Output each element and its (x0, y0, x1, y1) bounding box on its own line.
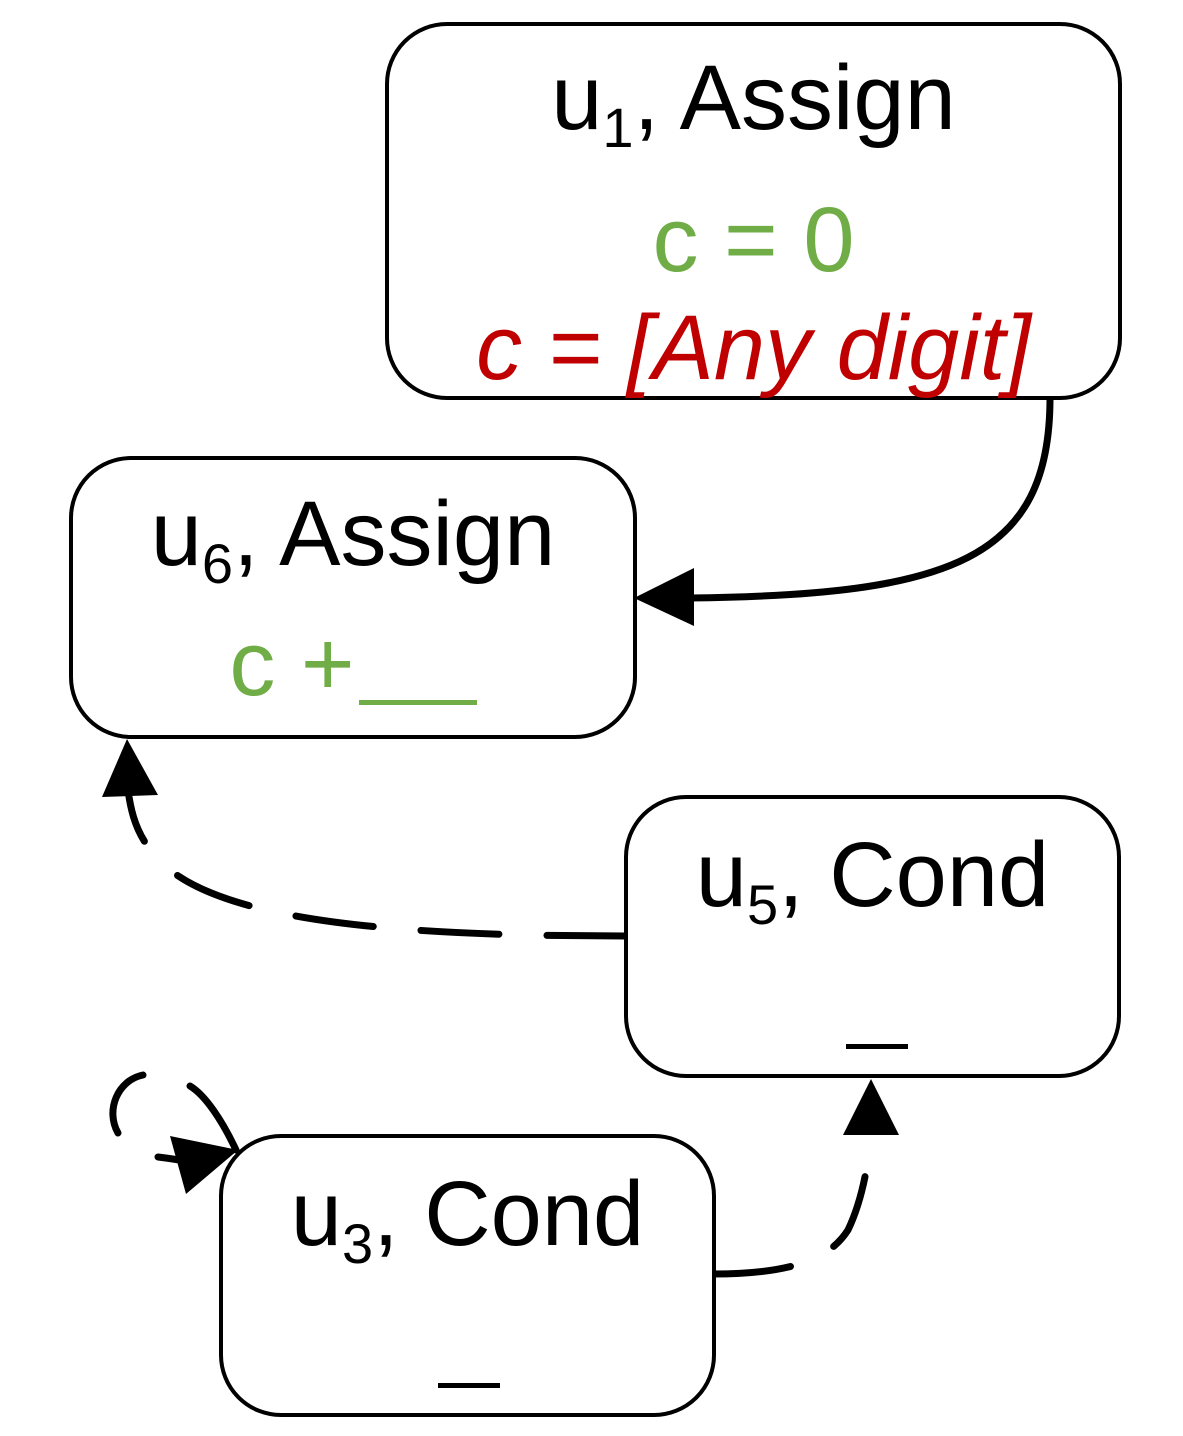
node-u6-kind: , Assign (233, 483, 556, 585)
node-u6-blank-placeholder (358, 700, 477, 705)
edge-u3-to-u5 (709, 1136, 874, 1278)
edge-u1-to-u6-arrowhead (634, 568, 694, 626)
node-u3-id-subscript: 3 (341, 1212, 374, 1275)
node-u5-blank-placeholder (846, 1044, 908, 1049)
node-u5-kind: , Cond (778, 824, 1050, 926)
node-u5-id: u (695, 824, 747, 926)
node-u5-header: u5, Cond (628, 829, 1117, 933)
node-u1-red-line: c = [Any digit] (476, 297, 1031, 399)
node-u1-header: u1, Assign (389, 52, 1118, 156)
edge-u3-self-loop-arrowhead (170, 1136, 238, 1194)
node-u1-kind: , Assign (633, 47, 956, 149)
node-u6-id: u (150, 483, 202, 585)
node-u3-id: u (290, 1163, 342, 1265)
node-u6-header: u6, Assign (73, 488, 633, 592)
node-u6-expression: c + (229, 613, 355, 715)
node-u1-id: u (551, 47, 603, 149)
node-u5: u5, Cond (624, 795, 1121, 1078)
node-u1-id-subscript: 1 (602, 96, 634, 159)
node-u6: u6, Assign c + (69, 456, 637, 739)
node-u6-green-line: c + (73, 618, 633, 710)
node-u6-id-subscript: 6 (201, 532, 234, 595)
edge-u5-to-u6-arrowhead (102, 739, 158, 797)
node-u1: u1, Assign c = 0 c = [Any digit] (385, 22, 1122, 400)
node-u3-header: u3, Cond (223, 1168, 712, 1272)
node-u1-green-line: c = 0 (652, 189, 855, 291)
node-u3: u3, Cond (219, 1134, 716, 1417)
node-u3-kind: , Cond (373, 1163, 645, 1265)
edge-u5-to-u6 (124, 786, 629, 940)
node-u3-blank-placeholder (438, 1383, 500, 1388)
edge-u1-to-u6 (689, 397, 1054, 602)
edge-u3-to-u5-arrowhead (843, 1079, 899, 1135)
node-u5-id-subscript: 5 (746, 873, 779, 936)
